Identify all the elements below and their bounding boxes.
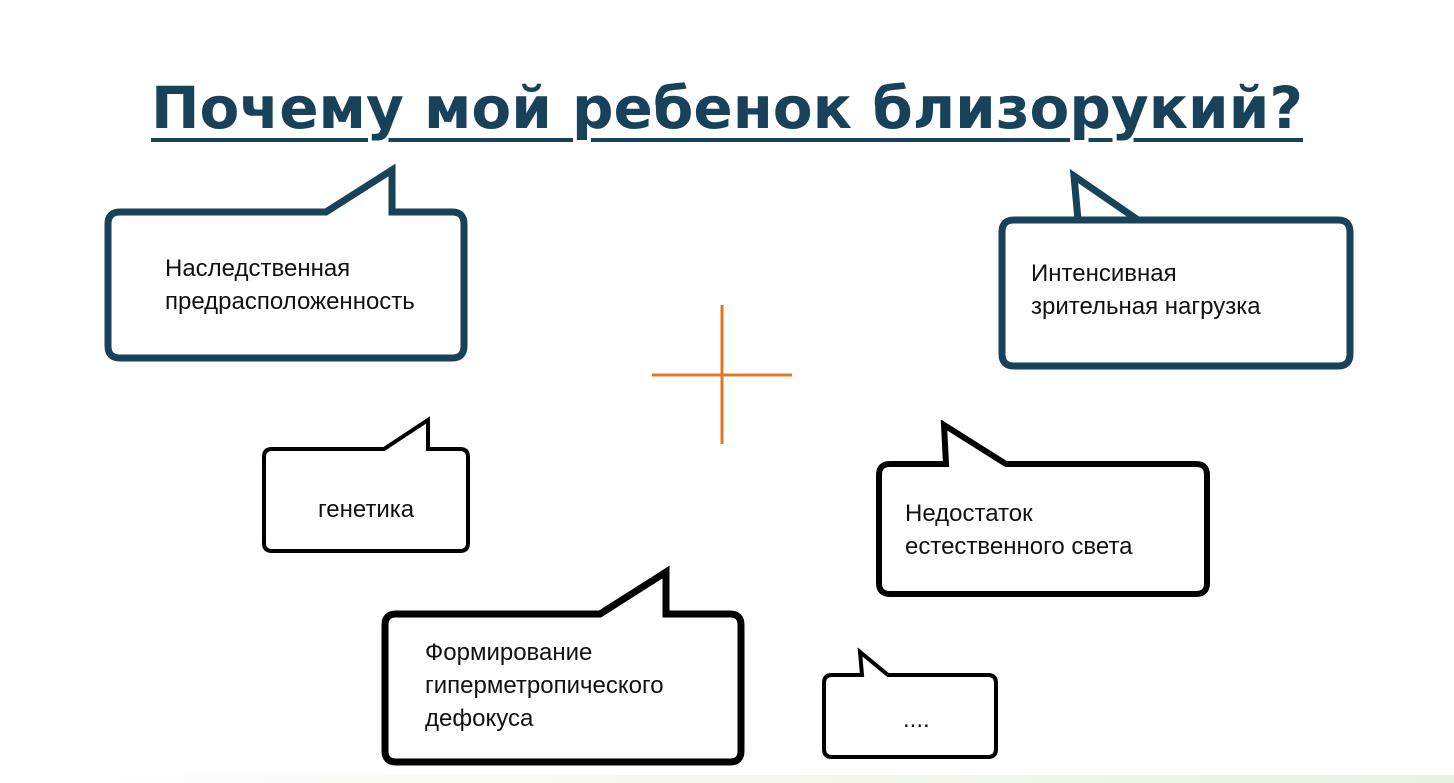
- footer-strip: [0, 775, 1454, 783]
- bubble-heredity-line-2: предрасположенность: [165, 288, 415, 315]
- bubble-visual-load-line-1: Интенсивная: [1031, 260, 1177, 287]
- bubble-defocus-line-3: дефокуса: [425, 705, 534, 732]
- bubble-defocus-shape: [381, 565, 745, 766]
- bubble-visual-load-line-2: зрительная нагрузка: [1031, 293, 1261, 320]
- plus-icon: [652, 305, 792, 444]
- bubble-visual-load-text: Интенсивная зрительная нагрузка: [1031, 257, 1261, 323]
- bubble-genetics-line-1: генетика: [318, 496, 415, 523]
- bubble-daylight-shape: [876, 419, 1210, 597]
- bubble-other-line-1: ....: [903, 706, 930, 733]
- bubble-other-shape: [822, 647, 998, 759]
- bubble-other-text: ....: [903, 703, 930, 736]
- slide-title: Почему мой ребенок близорукий?: [151, 74, 1303, 142]
- bubble-heredity-text: Наследственная предрасположенность: [165, 252, 415, 318]
- bubble-defocus-line-2: гиперметропического: [425, 672, 664, 699]
- bubble-genetics-text: генетика: [318, 493, 414, 526]
- bubble-visual-load-shape: [998, 168, 1354, 370]
- bubble-daylight-text: Недостаток естественного света: [905, 497, 1132, 563]
- bubble-genetics-shape: [262, 416, 470, 553]
- bubble-heredity-line-1: Наследственная: [165, 255, 351, 282]
- bubble-defocus-line-1: Формирование: [425, 639, 593, 666]
- bubble-daylight-line-1: Недостаток: [905, 500, 1033, 527]
- bubble-defocus-text: Формирование гиперметропического дефокус…: [425, 636, 664, 735]
- bubble-daylight-line-2: естественного света: [905, 533, 1133, 560]
- bubble-heredity-shape: [104, 163, 468, 362]
